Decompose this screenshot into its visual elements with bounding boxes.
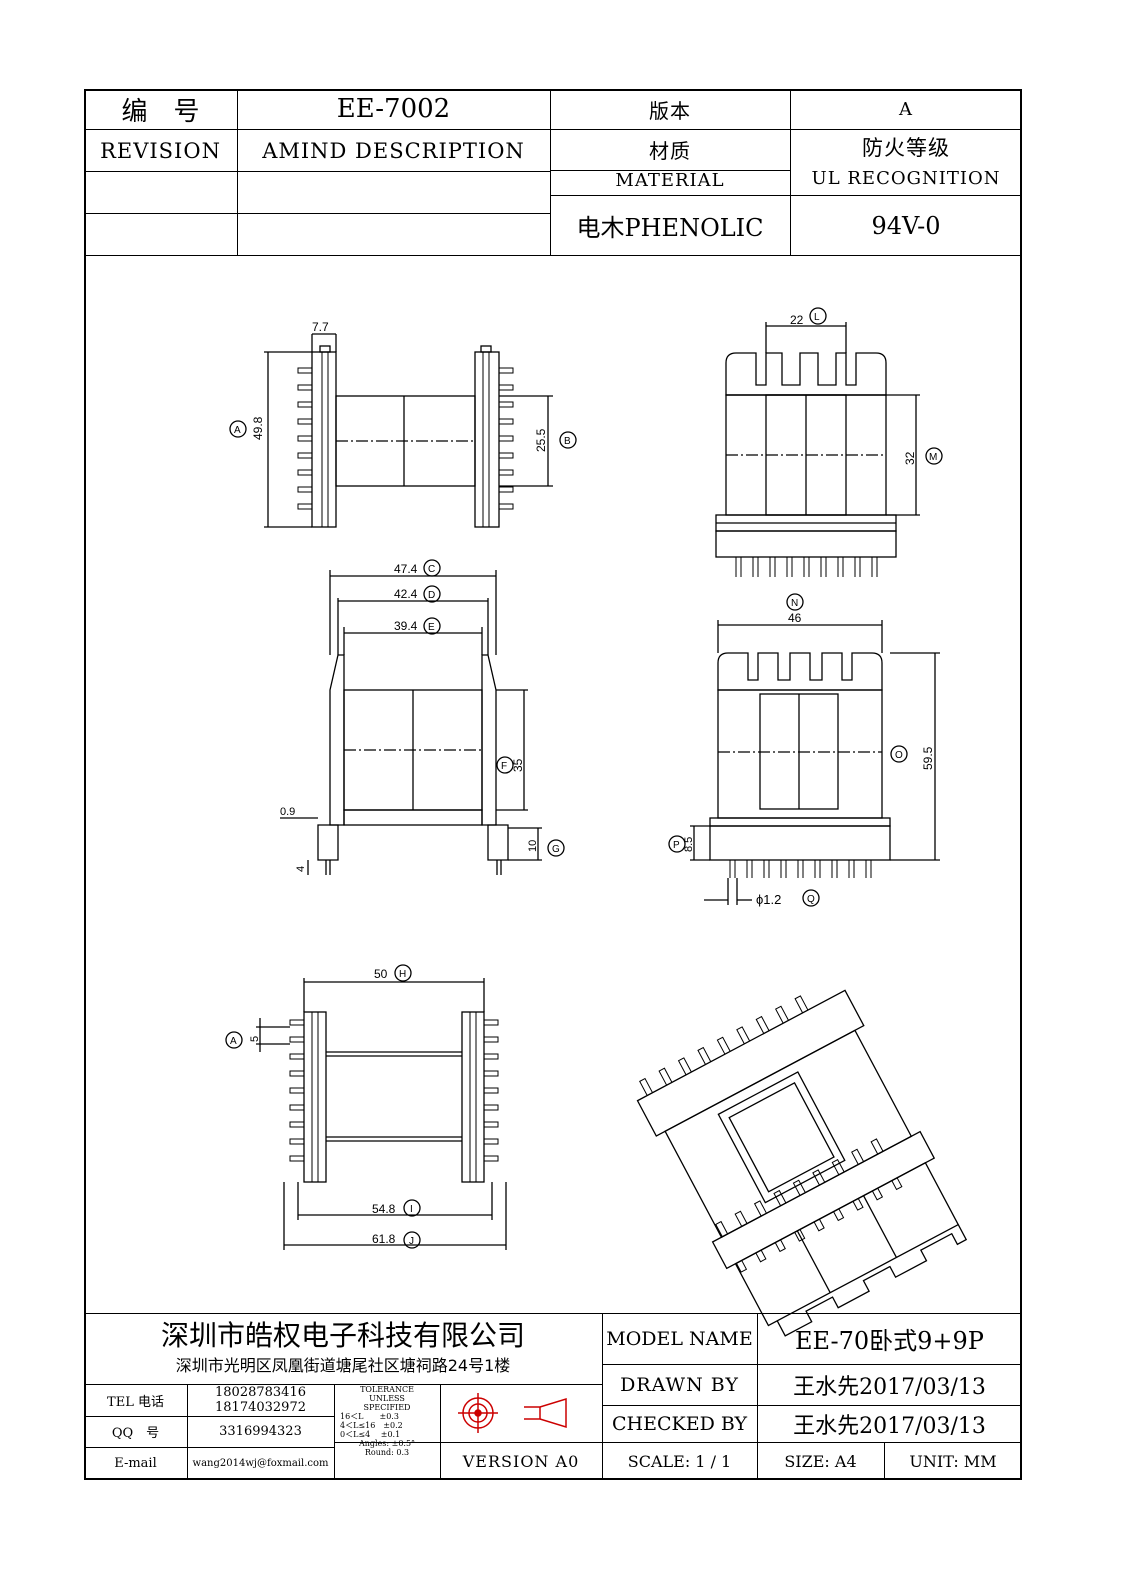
dim-32: 32 (903, 451, 917, 465)
dim-I-label: I (410, 1204, 413, 1215)
dim-42-4: 42.4 (394, 587, 418, 601)
ul-value: 94V-0 (871, 211, 941, 240)
dim-Q-label: Q (807, 894, 815, 905)
company-address: 深圳市光明区凤凰街道塘尾社区塘祠路24号1楼 (175, 1356, 511, 1375)
scale-value: SCALE: 1 / 1 (627, 1451, 732, 1471)
model-name-value: EE-70卧式9+9P (795, 1327, 984, 1355)
dim-B-label: B (564, 436, 571, 447)
dim-35: 35 (511, 758, 525, 772)
drawn-by-value: 王水先2017/03/13 (793, 1374, 986, 1400)
email-label: E-mail (114, 1456, 157, 1471)
dim-49-8: 49.8 (251, 416, 265, 440)
dim-22: 22 (790, 313, 804, 327)
checked-by-label: CHECKED BY (611, 1412, 748, 1435)
dim-47-4: 47.4 (394, 562, 418, 576)
view-top-right (715, 307, 943, 577)
tel-2: 18174032972 (215, 1400, 306, 1415)
view-isometric (636, 989, 968, 1337)
projection-symbol-icon (458, 1393, 567, 1433)
dim-10: 10 (527, 840, 539, 852)
number-label: 编 号 (121, 96, 200, 127)
dim-8-5: 8.5 (683, 837, 695, 852)
dim-N-label: N (791, 598, 798, 609)
tolerance-line: UNLESS (369, 1394, 405, 1403)
dim-C-label: C (428, 564, 435, 575)
dim-0-9: 0.9 (280, 806, 295, 818)
dim-A-label-2: A (230, 1036, 237, 1047)
dim-M-label: M (929, 452, 937, 463)
ul-label-en: UL RECOGNITION (811, 167, 1001, 189)
company-name: 深圳市皓权电子科技有限公司 (160, 1319, 525, 1352)
dim-D-label: D (428, 590, 435, 601)
dim-50: 50 (374, 967, 388, 981)
dim-O-label: O (895, 750, 903, 761)
version-label: 版本 (649, 98, 691, 123)
version-value: A (899, 98, 913, 120)
view-top-left (229, 333, 577, 528)
dim-25-5: 25.5 (534, 428, 548, 452)
tel-1: 18028783416 (215, 1385, 306, 1400)
tel-label: TEL 电话 (107, 1394, 164, 1410)
dim-59-5: 59.5 (921, 746, 935, 770)
dim-P-label: P (673, 840, 680, 851)
tolerance-line: Angles: ±0.5° (358, 1439, 416, 1448)
dim-7-7: 7.7 (312, 320, 329, 334)
dim-G-label: G (552, 844, 560, 855)
tolerance-line: 16＜L ±0.3 (340, 1412, 399, 1421)
unit-value: UNIT: MM (909, 1451, 997, 1471)
tolerance-table: TOLERANCE UNLESS SPECIFIED 16＜L ±0.3 4＜L… (336, 1385, 438, 1479)
material-label-cn: 材质 (649, 138, 691, 163)
dim-F-label: F (501, 761, 507, 772)
dim-A-label: A (234, 425, 241, 436)
number-value: EE-7002 (336, 94, 451, 124)
tolerance-line: 4＜L≤16 ±0.2 (340, 1421, 403, 1430)
version-code: VERSION A0 (462, 1451, 580, 1471)
dim-39-4: 39.4 (394, 619, 418, 633)
tolerance-line: 0＜L≤4 ±0.1 (340, 1430, 401, 1439)
revision-label: REVISION (100, 139, 221, 163)
tolerance-line: Round: 0.3 (364, 1448, 410, 1457)
material-label-en: MATERIAL (615, 169, 725, 191)
qq-label: QQ 号 (111, 1426, 160, 1441)
view-middle-right (668, 593, 940, 907)
amend-description-label: AMIND DESCRIPTION (262, 139, 525, 163)
email-value: wang2014wj@foxmail.com (192, 1458, 329, 1469)
dim-61-8: 61.8 (372, 1232, 396, 1246)
dim-J-label: J (409, 1236, 414, 1247)
model-name-label: MODEL NAME (606, 1327, 753, 1350)
ul-label-cn: 防火等级 (862, 136, 950, 160)
qq-value: 3316994323 (219, 1424, 302, 1439)
dim-46: 46 (788, 611, 802, 625)
material-value: 电木PHENOLIC (576, 214, 764, 242)
drawing-frame (84, 89, 1022, 1480)
drawn-by-label: DRAWN BY (620, 1373, 739, 1396)
dim-phi-1-2: ϕ1.2 (756, 892, 781, 907)
dim-4: 4 (295, 866, 307, 872)
dim-54-8: 54.8 (372, 1202, 396, 1216)
tolerance-line: TOLERANCE (360, 1385, 414, 1394)
view-middle-left (280, 559, 565, 875)
dim-L-label: L (814, 312, 820, 323)
size-value: SIZE: A4 (784, 1451, 857, 1471)
view-bottom-left (225, 964, 507, 1250)
dim-H-label: H (399, 969, 406, 980)
dim-E-label: E (428, 622, 435, 633)
checked-by-value: 王水先2017/03/13 (793, 1413, 986, 1439)
tolerance-line: SPECIFIED (363, 1403, 411, 1412)
dim-5: 5 (249, 1036, 261, 1042)
